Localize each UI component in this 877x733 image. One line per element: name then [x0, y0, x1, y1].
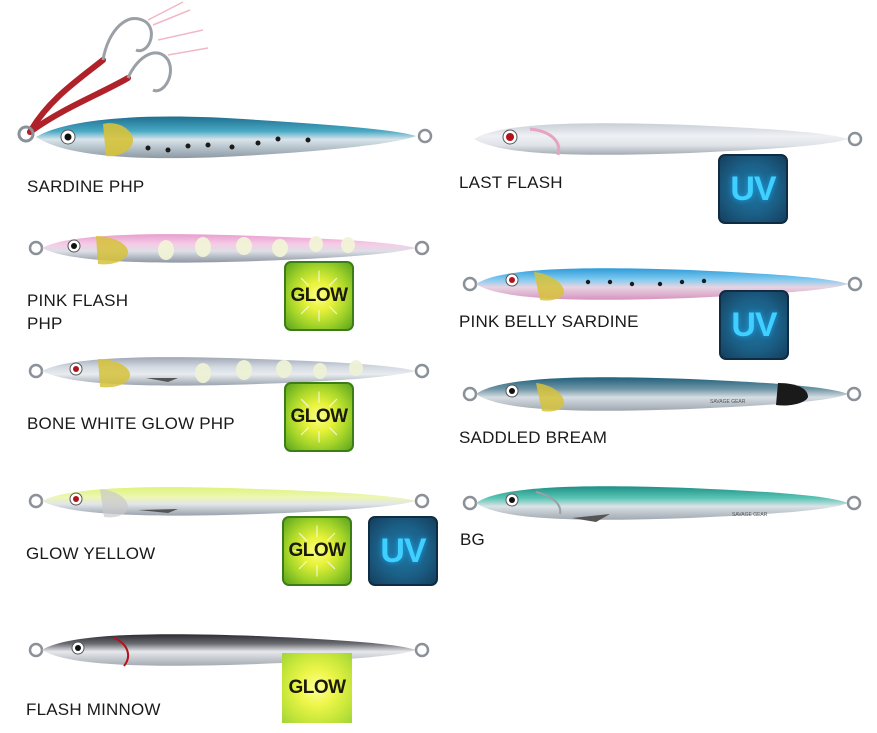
- glow-badge-icon: GLOW: [284, 261, 354, 331]
- glow-badge-icon: GLOW: [284, 382, 354, 452]
- lure-pink-flash-php-image: [28, 228, 430, 268]
- lure-glow-yellow-image: [28, 481, 430, 521]
- lure-sardine-php-image: [8, 0, 438, 175]
- lure-bone-white-glow-php-image: [28, 351, 430, 391]
- lure-name-label: PINK BELLY SARDINE: [459, 312, 639, 331]
- glow-badge-icon: GLOW: [282, 653, 352, 723]
- lure-name-label: FLASH MINNOW: [26, 700, 161, 719]
- brand-mark-text: SAVAGE GEAR: [710, 399, 746, 405]
- glow-badge-text: GLOW: [288, 677, 346, 698]
- lure-pink-belly-sardine-image: [460, 262, 864, 306]
- lure-name-label: BONE WHITE GLOW PHP: [27, 414, 235, 433]
- uv-badge-icon: UV: [368, 516, 438, 586]
- assist-hook-icon: [17, 1, 209, 143]
- lure-name-label-line1: PINK FLASH: [27, 291, 129, 310]
- glow-badge-text: GLOW: [288, 540, 346, 561]
- lure-name-label-line2: PHP: [27, 314, 63, 333]
- lure-name-label: GLOW YELLOW: [26, 544, 156, 563]
- lure-name-label: BG: [460, 530, 485, 549]
- uv-badge-text: UV: [380, 531, 426, 570]
- uv-badge-icon: UV: [718, 154, 788, 224]
- lure-bg-image: SAVAGE GEAR: [460, 480, 864, 526]
- uv-badge-text: UV: [731, 305, 777, 344]
- lure-saddled-bream-image: SAVAGE GEAR: [460, 371, 864, 417]
- brand-mark-text: SAVAGE GEAR: [732, 512, 768, 518]
- lure-name-label: LAST FLASH: [459, 173, 563, 192]
- glow-badge-text: GLOW: [290, 285, 348, 306]
- lure-flash-minnow-image: [28, 628, 430, 672]
- uv-badge-text: UV: [730, 169, 776, 208]
- lure-name-label: SARDINE PHP: [27, 177, 145, 196]
- lure-name-label: SADDLED BREAM: [459, 428, 608, 447]
- glow-badge-text: GLOW: [290, 406, 348, 427]
- uv-badge-icon: UV: [719, 290, 789, 360]
- glow-badge-icon: GLOW: [282, 516, 352, 586]
- lure-last-flash-image: [460, 117, 864, 161]
